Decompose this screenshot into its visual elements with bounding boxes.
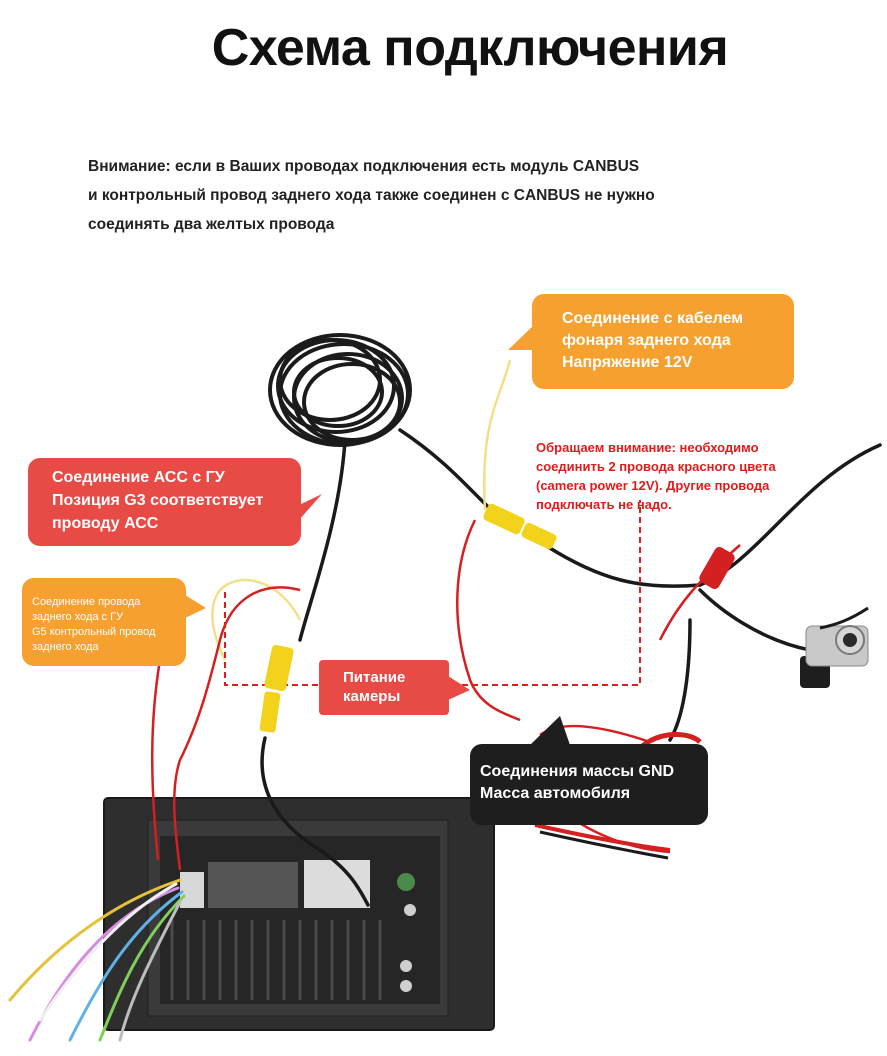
gnd-callout-pointer — [530, 716, 570, 745]
callout-line: Соединения массы GND — [480, 763, 675, 780]
ground-clips — [534, 731, 702, 860]
red-connector — [699, 547, 735, 589]
callout-line: камеры — [343, 688, 401, 705]
note-line: подключать не надо. — [536, 497, 672, 512]
reverse-callout-pointer — [185, 595, 206, 618]
callout-line: Соединение с кабелем — [562, 310, 744, 327]
reverse-wire-callout: Соединение провода заднего хода с ГУ G5 … — [22, 578, 186, 666]
callout-line: Соединение АСС с ГУ — [52, 469, 225, 486]
notice-line-1: Внимание: если в Ваших проводах подключе… — [88, 158, 640, 175]
callout-line: Позиция G3 соответствует — [52, 492, 264, 509]
camera-power-callout: Питание камеры — [319, 660, 449, 715]
head-unit-icon — [103, 797, 495, 1031]
red-power-note: Обращаем внимание: необходимо соединить … — [536, 438, 836, 514]
note-line: (camera power 12V). Другие провода — [536, 478, 770, 493]
callout-line: заднего хода — [32, 641, 99, 653]
acc-callout: Соединение АСС с ГУ Позиция G3 соответст… — [28, 458, 301, 546]
yellow-wires — [211, 359, 512, 661]
ground-callout: Соединения массы GND Масса автомобиля — [470, 744, 708, 825]
callout-line: Соединение провода — [32, 596, 141, 608]
notice-line-2: и контрольный провод заднего хода также … — [88, 187, 655, 204]
callout-line: Питание — [343, 669, 406, 686]
camera-callout-pointer — [508, 325, 534, 350]
page-title: Схема подключения — [211, 19, 729, 77]
black-wires — [260, 428, 882, 907]
acc-callout-pointer — [299, 494, 322, 520]
note-line: соединить 2 провода красного цвета — [536, 459, 776, 474]
callout-line: Масса автомобиля — [480, 785, 631, 802]
callout-line: проводу АСС — [52, 515, 159, 532]
cable-coil-icon — [268, 333, 412, 447]
callout-line: заднего хода с ГУ — [32, 611, 124, 623]
notice-line-3: соединять два желтых провода — [88, 216, 335, 233]
power-callout-pointer — [448, 676, 470, 700]
rear-camera-icon — [800, 606, 869, 688]
callout-line: G5 контрольный провод — [32, 626, 156, 638]
camera-cable-callout: Соединение с кабелем фонаря заднего хода… — [532, 294, 794, 389]
callout-line: фонаря заднего хода — [562, 332, 731, 349]
note-line: Обращаем внимание: необходимо — [536, 440, 759, 455]
rca-connector-icon — [259, 503, 557, 733]
callout-line: Напряжение 12V — [562, 354, 693, 371]
harness-wires — [8, 878, 186, 1042]
canbus-notice: Внимание: если в Ваших проводах подключе… — [88, 152, 768, 239]
